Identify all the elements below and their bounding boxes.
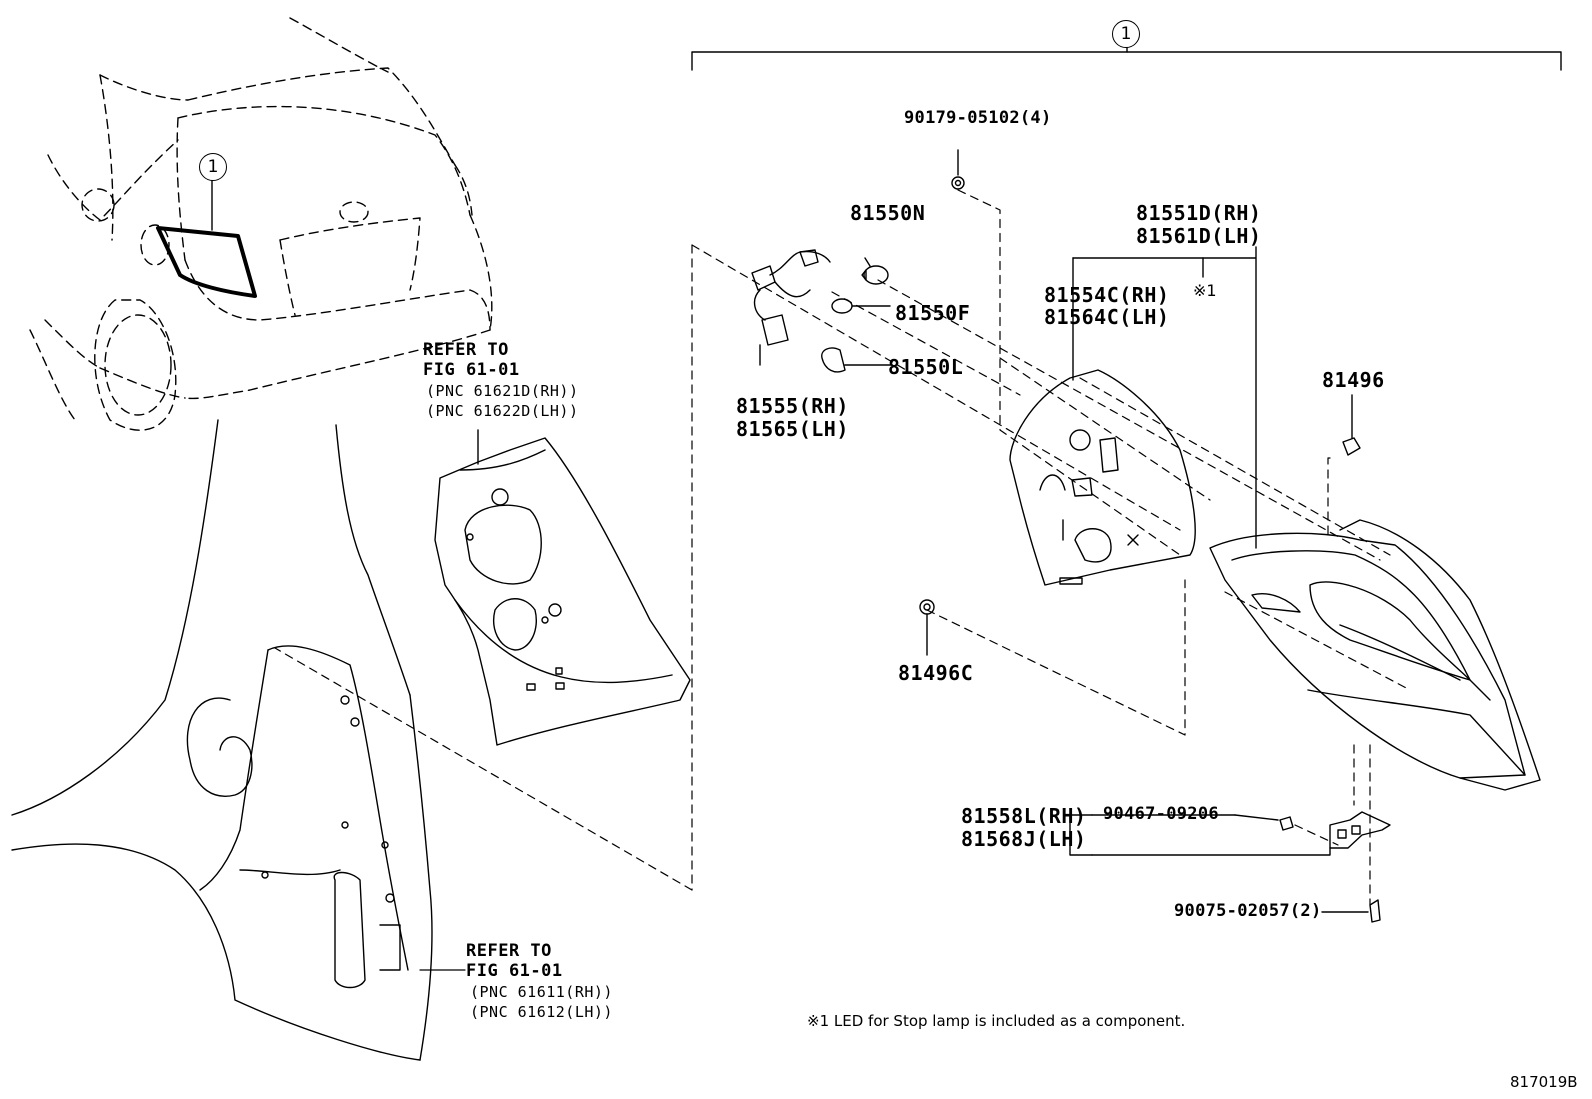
part-number-cushion-c[interactable]: 81496C bbox=[898, 661, 974, 685]
assembly-marker: 1 bbox=[1112, 20, 1140, 48]
part-number-screw-bracket[interactable]: 90467-09206 bbox=[1103, 804, 1219, 824]
part-number-screw-bottom[interactable]: 90075-02057(2) bbox=[1174, 901, 1322, 921]
reference-pnc-lh: (PNC 61622D(LH)) bbox=[426, 402, 579, 420]
part-number-bulb-l[interactable]: 81550L bbox=[888, 355, 964, 379]
part-number-socket-lh[interactable]: 81565(LH) bbox=[736, 417, 849, 441]
figure-code: 817019B bbox=[1510, 1073, 1578, 1091]
part-number-bolt-top[interactable]: 90179-05102(4) bbox=[904, 108, 1052, 128]
vehicle-assembly-marker: 1 bbox=[199, 153, 227, 181]
vehicle-rear-view bbox=[29, 17, 493, 431]
part-number-bulb-n[interactable]: 81550N bbox=[850, 201, 926, 225]
reference-figure-link[interactable]: FIG 61-01 bbox=[423, 360, 520, 380]
reference-title: REFER TO bbox=[423, 340, 509, 360]
inner-panel bbox=[434, 429, 691, 746]
part-number-housing-lh[interactable]: 81564C(LH) bbox=[1044, 305, 1170, 329]
reference-figure-link[interactable]: FIG 61-01 bbox=[466, 961, 563, 981]
part-number-socket-rh[interactable]: 81555(RH) bbox=[736, 394, 849, 418]
part-number-bracket-lh[interactable]: 81568J(LH) bbox=[961, 827, 1087, 851]
part-number-bracket-rh[interactable]: 81558L(RH) bbox=[961, 804, 1087, 828]
vehicle-lamp-highlight bbox=[156, 226, 257, 298]
part-number-lamp-rh[interactable]: 81551D(RH) bbox=[1136, 201, 1262, 225]
lamp-housing bbox=[1009, 257, 1196, 586]
reference-pnc-lh: (PNC 61612(LH)) bbox=[470, 1003, 613, 1021]
part-number-cushion[interactable]: 81496 bbox=[1322, 368, 1385, 392]
footnote: ※1 LED for Stop lamp is included as a co… bbox=[807, 1012, 1186, 1030]
part-number-lamp-lh[interactable]: 81561D(LH) bbox=[1136, 224, 1262, 248]
lamp-bracket bbox=[1329, 811, 1391, 849]
part-number-bulb-f[interactable]: 81550F bbox=[895, 301, 971, 325]
socket-and-bulbs bbox=[751, 249, 893, 373]
reference-pnc-rh: (PNC 61611(RH)) bbox=[470, 983, 613, 1001]
reference-title: REFER TO bbox=[466, 941, 552, 961]
quarter-panel bbox=[11, 419, 433, 1061]
reference-pnc-rh: (PNC 61621D(RH)) bbox=[426, 382, 579, 400]
assembly-bracket bbox=[691, 45, 1562, 71]
tail-lamp-lens bbox=[1209, 519, 1541, 791]
leader-lines bbox=[1069, 246, 1369, 913]
callout-marker: ※1 bbox=[1193, 281, 1217, 300]
part-number-housing-rh[interactable]: 81554C(RH) bbox=[1044, 283, 1170, 307]
exploded-dashed-lines-left bbox=[274, 244, 1181, 971]
exploded-dashed-lines-right bbox=[831, 189, 1411, 906]
